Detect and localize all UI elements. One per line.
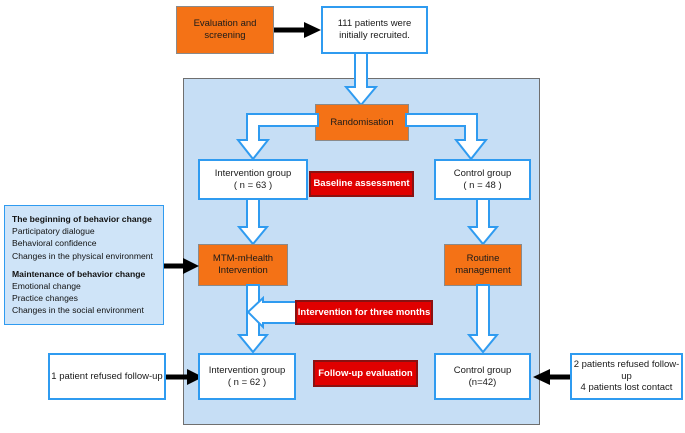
intervention-three-months-label: Intervention for three months: [297, 306, 431, 318]
behavior-change-item-2-3: Changes in the social environment: [12, 305, 144, 316]
control-group-bottom-box: Control group (n=42): [434, 353, 531, 400]
loss-right-line-1: 2 patients refused follow-up: [573, 358, 680, 382]
routine-management-label: Routine management: [455, 253, 511, 276]
arrow-screening-to-recruited: [274, 20, 322, 40]
arrow-loss-left-to-intervention-bottom: [166, 367, 204, 387]
arrow-loss-right-to-control-bottom: [531, 367, 571, 387]
intervention-group-top-box: Intervention group ( n = 63 ): [198, 159, 308, 200]
recruited-box: 111 patients were initially recruited.: [321, 6, 428, 54]
followup-evaluation-box: Follow-up evaluation: [313, 360, 418, 387]
arrow-recruited-to-randomisation: [343, 52, 379, 107]
routine-management-box: Routine management: [444, 244, 522, 286]
arrow-control-to-routine: [466, 198, 500, 246]
mtm-mhealth-box: MTM-mHealth Intervention: [198, 244, 288, 286]
loss-left-label: 1 patient refused follow-up: [51, 370, 163, 382]
behavior-change-item-2-2: Practice changes: [12, 293, 78, 304]
arrow-mtm-to-intervention-bottom: [236, 284, 270, 354]
arrow-intervention-to-mtm: [236, 198, 270, 246]
arrow-routine-to-control-bottom: [466, 284, 500, 354]
followup-evaluation-label: Follow-up evaluation: [318, 367, 413, 379]
recruited-label: 111 patients were initially recruited.: [337, 18, 412, 41]
behavior-change-item-1-1: Participatory dialogue: [12, 226, 95, 237]
behavior-change-info-box: The beginning of behavior change Partici…: [4, 205, 164, 325]
behavior-change-item-1-3: Changes in the physical environment: [12, 250, 153, 261]
intervention-group-top-label: Intervention group ( n = 63 ): [214, 167, 292, 191]
randomisation-label: Randomisation: [330, 116, 394, 128]
arrow-behavior-box-to-mtm: [164, 256, 200, 276]
evaluation-screening-box: Evaluation and screening: [176, 6, 274, 54]
randomisation-box: Randomisation: [315, 104, 409, 141]
arrow-randomisation-to-intervention: [198, 113, 319, 161]
behavior-change-heading-2: Maintenance of behavior change: [12, 268, 146, 279]
mtm-mhealth-label: MTM-mHealth Intervention: [212, 253, 274, 276]
loss-right-line-2: 4 patients lost contact: [580, 382, 673, 394]
evaluation-screening-label: Evaluation and screening: [193, 18, 257, 41]
behavior-change-item-2-1: Emotional change: [12, 281, 81, 292]
control-group-bottom-label: Control group (n=42): [453, 364, 512, 388]
behavior-change-heading-1: The beginning of behavior change: [12, 214, 152, 224]
loss-right-box: 2 patients refused follow-up 4 patients …: [570, 353, 683, 400]
behavior-change-item-1-2: Behavioral confidence: [12, 238, 97, 249]
intervention-group-bottom-label: Intervention group ( n = 62 ): [208, 364, 286, 388]
arrow-three-months-to-flow: [246, 295, 298, 330]
intervention-group-bottom-box: Intervention group ( n = 62 ): [198, 353, 296, 400]
intervention-three-months-box: Intervention for three months: [295, 300, 433, 325]
control-group-top-box: Control group ( n = 48 ): [434, 159, 531, 200]
control-group-top-label: Control group ( n = 48 ): [453, 167, 512, 191]
loss-left-box: 1 patient refused follow-up: [48, 353, 166, 400]
arrow-randomisation-to-control: [405, 113, 526, 161]
baseline-assessment-box: Baseline assessment: [309, 171, 414, 197]
baseline-assessment-label: Baseline assessment: [313, 178, 410, 190]
